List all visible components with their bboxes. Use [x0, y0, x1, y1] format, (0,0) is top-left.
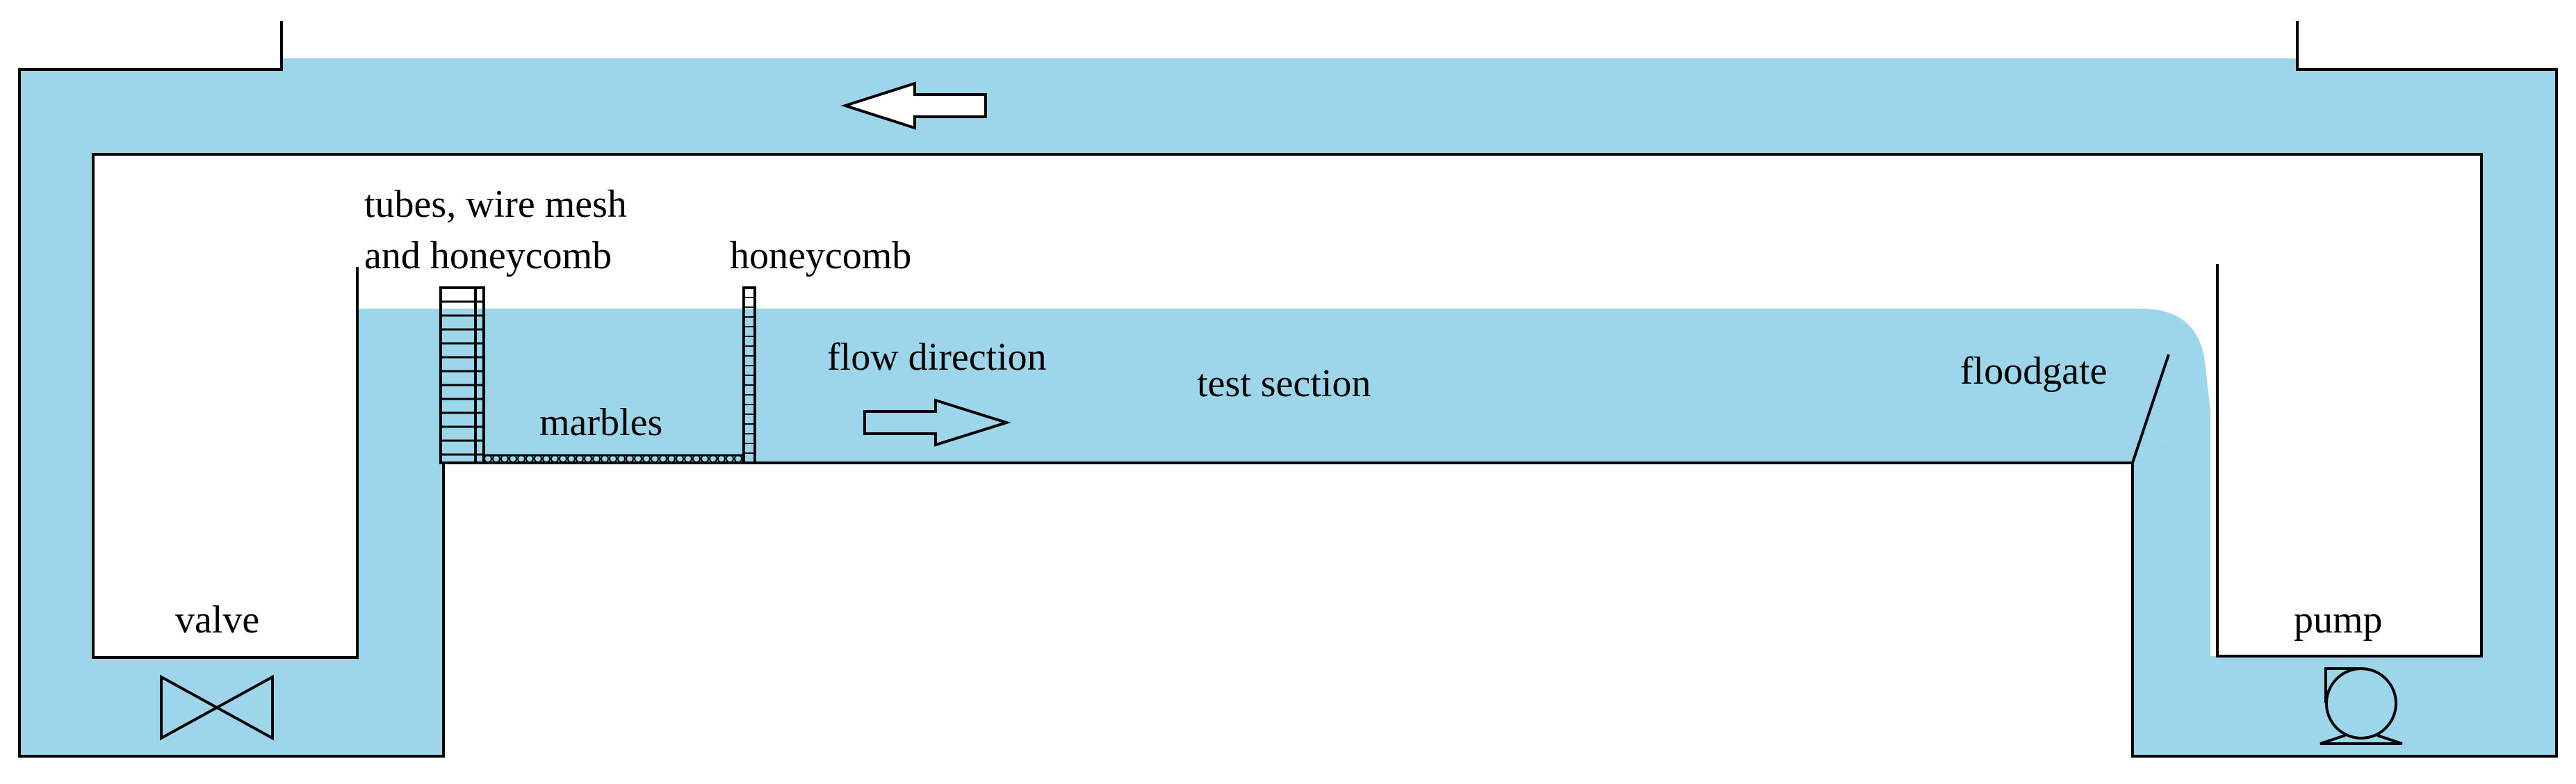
marble: [492, 455, 500, 463]
marble: [734, 455, 742, 463]
marble: [484, 455, 492, 463]
marble: [634, 455, 642, 463]
marble: [576, 455, 584, 463]
marble: [626, 455, 634, 463]
label-marbles: marbles: [539, 401, 662, 444]
marble: [559, 455, 567, 463]
water-test-section: [357, 309, 2210, 463]
marble: [617, 455, 626, 463]
water-regions: [19, 58, 2557, 756]
label-valve: valve: [175, 598, 259, 642]
marble: [509, 455, 517, 463]
marble: [667, 455, 676, 463]
pump-icon: [2320, 667, 2403, 745]
label-test-section: test section: [1197, 362, 1371, 405]
marble: [525, 455, 534, 463]
water-drop-chute: [2133, 410, 2210, 656]
marble: [542, 455, 551, 463]
water-left-top-corner: [19, 70, 282, 154]
marble: [567, 455, 576, 463]
label-flow-direction: flow direction: [827, 336, 1047, 379]
marble: [609, 455, 617, 463]
marble: [642, 455, 651, 463]
water-left-basin: [19, 658, 443, 756]
water-right-top-corner: [2297, 70, 2557, 154]
marble: [584, 455, 592, 463]
marble: [517, 455, 525, 463]
marble: [534, 455, 542, 463]
marble: [726, 455, 734, 463]
marble: [500, 455, 509, 463]
outer-wall: [18, 21, 2558, 758]
tubes-mesh-honeycomb-stack: [439, 286, 485, 464]
tube-bundle: [439, 286, 485, 464]
label-tubes-line2: and honeycomb: [364, 234, 612, 277]
marbles-row: [484, 455, 742, 463]
honeycomb-panel: [742, 286, 756, 464]
channel-walls: [18, 21, 2558, 758]
marble: [651, 455, 659, 463]
marble: [601, 455, 609, 463]
label-pump: pump: [2294, 598, 2383, 642]
marble: [551, 455, 559, 463]
marble: [709, 455, 717, 463]
marble: [659, 455, 667, 463]
label-floodgate: floodgate: [1960, 350, 2107, 393]
water-right-outer-leg: [2481, 154, 2557, 756]
floodgate-plate: [2131, 354, 2170, 464]
tube-rungs: [441, 300, 484, 456]
water-left-outer-leg: [19, 154, 93, 756]
flow-direction-arrow-icon: [863, 398, 1011, 447]
label-honeycomb: honeycomb: [730, 234, 911, 277]
label-tubes-line1: tubes, wire mesh: [364, 183, 627, 226]
return-flow-arrow-icon: [840, 81, 987, 130]
marble: [717, 455, 726, 463]
honeycomb-cells: [744, 297, 755, 454]
labels: tubes, wire mesh and honeycomb honeycomb…: [175, 183, 2383, 642]
inner-wall: [92, 153, 2483, 659]
marbles-bed: [484, 454, 745, 463]
marble: [676, 455, 684, 463]
valve-icon: [160, 674, 274, 741]
marble: [684, 455, 692, 463]
water-return-channel: [282, 58, 2297, 154]
marble: [701, 455, 709, 463]
marble: [592, 455, 601, 463]
marble: [692, 455, 701, 463]
